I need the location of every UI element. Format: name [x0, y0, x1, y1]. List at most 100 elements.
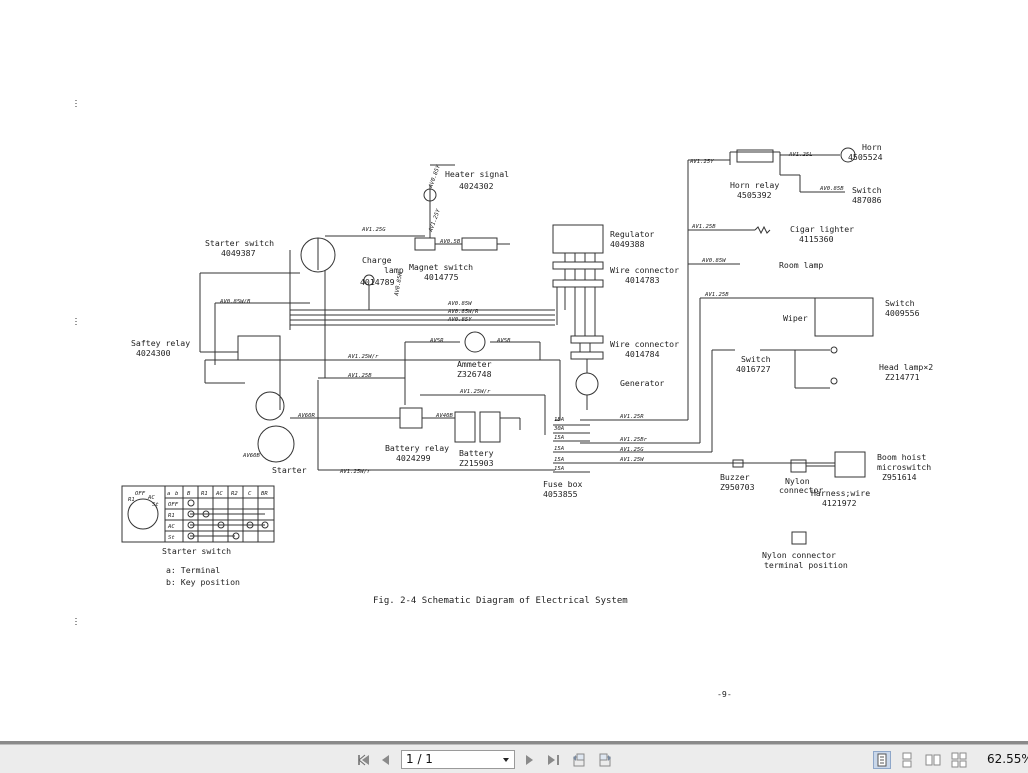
wire-label: AV1.25B: [691, 224, 716, 230]
page-number: -9-: [717, 689, 732, 699]
fuse-rating: 15A: [554, 446, 564, 452]
label-wiper-switch: Switch: [885, 298, 915, 308]
label-horn-relay: Horn relay: [730, 180, 779, 190]
zoom-level[interactable]: 62.55%: [987, 752, 1028, 766]
go-back-view-icon[interactable]: [571, 752, 587, 768]
part-charge-lamp: 4014789: [360, 277, 395, 287]
next-page-icon[interactable]: [521, 752, 537, 768]
label-battery: Battery: [459, 448, 494, 458]
label-charge-lamp-2: lamp: [384, 265, 404, 275]
label-head-lamp: Head lamp×2: [879, 362, 933, 372]
wire-label: AV1.25B: [347, 373, 372, 379]
key-table-row: St: [168, 535, 175, 541]
part-wire-connector-2: 4014784: [625, 349, 660, 359]
key-table-header: C: [248, 491, 252, 497]
wire-label: AV0.85Y: [428, 164, 442, 190]
wire-label: AV1.25L: [788, 152, 813, 158]
dial-label: R1: [128, 497, 135, 503]
electrical-schematic: Heater signal 4024302 Starter switch 404…: [75, 100, 933, 699]
single-page-view-icon[interactable]: [873, 751, 891, 769]
continuous-facing-view-icon[interactable]: [951, 752, 967, 768]
label-regulator: Regulator: [610, 229, 654, 239]
last-page-icon[interactable]: [545, 752, 561, 768]
note-terminal: a: Terminal: [166, 565, 220, 575]
wire-label: AV60R: [297, 413, 315, 419]
wire-label: AV0.5B: [439, 239, 461, 245]
fuse-rating: 15A: [554, 435, 564, 441]
label-boom-hoist-2: microswitch: [877, 462, 931, 472]
wire-label: AV0.85Y: [447, 317, 472, 323]
part-head-lamp: Z214771: [885, 372, 920, 382]
fuse-rating: 15A: [554, 457, 564, 463]
label-nylon-terminal: Nylon connector: [762, 550, 836, 560]
chevron-down-icon: [503, 758, 509, 762]
key-table-row: R1: [168, 513, 175, 519]
first-page-icon[interactable]: [356, 752, 372, 768]
page-number-value: 1 / 1: [406, 752, 433, 766]
part-battery-relay: 4024299: [396, 453, 431, 463]
note-key-position: b: Key position: [166, 577, 240, 587]
label-magnet-switch: Magnet switch: [409, 262, 473, 272]
label-nylon-terminal-2: terminal position: [764, 560, 848, 570]
document-page-area: Heater signal 4024302 Starter switch 404…: [0, 0, 1028, 744]
label-fuse-box: Fuse box: [543, 479, 583, 489]
go-forward-view-icon[interactable]: [597, 752, 613, 768]
label-safety-relay: Saftey relay: [131, 338, 190, 348]
part-starter-switch: 4049387: [221, 248, 256, 258]
part-harness-wire: 4121972: [822, 498, 857, 508]
label-horn: Horn: [862, 142, 882, 152]
part-safety-relay: 4024300: [136, 348, 171, 358]
wire-label: AV40B: [435, 413, 453, 419]
label-head-switch: Switch: [741, 354, 771, 364]
label-nylon-connector: Nylon: [785, 476, 810, 486]
wire-label: AV60B: [242, 453, 260, 459]
page-number-select[interactable]: 1 / 1: [401, 750, 515, 769]
wire-label: AV1.25W/r: [459, 389, 491, 395]
dial-label: AC: [147, 495, 155, 501]
wire-label: AV0.85W: [447, 301, 472, 307]
fuse-rating: 30A: [553, 426, 564, 432]
part-wiper-switch: 4009556: [885, 308, 920, 318]
part-horn-switch: 487086: [852, 195, 882, 205]
part-buzzer: Z950703: [720, 482, 755, 492]
part-cigar-lighter: 4115360: [799, 234, 834, 244]
label-starter-switch: Starter switch: [205, 238, 274, 248]
wire-label: AV1.25W: [619, 457, 644, 463]
key-table-row: OFF: [168, 502, 179, 508]
label-generator: Generator: [620, 378, 664, 388]
wire-label: AV1.25R: [619, 414, 644, 420]
part-ammeter: Z326748: [457, 369, 492, 379]
document-page: [0, 0, 1028, 744]
label-harness-wire: Harness;wire: [811, 488, 870, 498]
label-wire-connector-1: Wire connector: [610, 265, 679, 275]
label-room-lamp: Room lamp: [779, 260, 823, 270]
part-wire-connector-1: 4014783: [625, 275, 660, 285]
wire-label: AV1.25Br: [619, 437, 648, 443]
wire-label: AV0.85B: [819, 186, 844, 192]
label-wire-connector-2: Wire connector: [610, 339, 679, 349]
key-table-header: R2: [231, 491, 238, 497]
facing-view-icon[interactable]: [925, 752, 941, 768]
label-buzzer: Buzzer: [720, 472, 750, 482]
part-head-switch: 4016727: [736, 364, 771, 374]
label-nylon-connector-2: connector: [779, 485, 823, 495]
dial-label: OFF: [135, 491, 146, 497]
previous-page-icon[interactable]: [378, 752, 394, 768]
continuous-view-icon[interactable]: [899, 752, 915, 768]
key-table-corner-b: b: [175, 491, 179, 497]
label-starter: Starter: [272, 465, 307, 475]
part-regulator: 4049388: [610, 239, 645, 249]
key-table-corner: a: [167, 491, 170, 497]
label-cigar-lighter: Cigar lighter: [790, 224, 854, 234]
label-horn-switch: Switch: [852, 185, 882, 195]
label-boom-hoist: Boom hoist: [877, 452, 926, 462]
wire-label: AV1.25G: [361, 227, 386, 233]
wire-label: AV0.85W/B: [219, 299, 251, 305]
key-table-header: B: [187, 491, 191, 497]
key-table-header: AC: [215, 491, 223, 497]
wire-label: AV1.25G: [619, 447, 644, 453]
key-table-row: AC: [167, 524, 175, 530]
figure-caption: Fig. 2-4 Schematic Diagram of Electrical…: [373, 596, 628, 606]
part-battery: Z215903: [459, 458, 494, 468]
